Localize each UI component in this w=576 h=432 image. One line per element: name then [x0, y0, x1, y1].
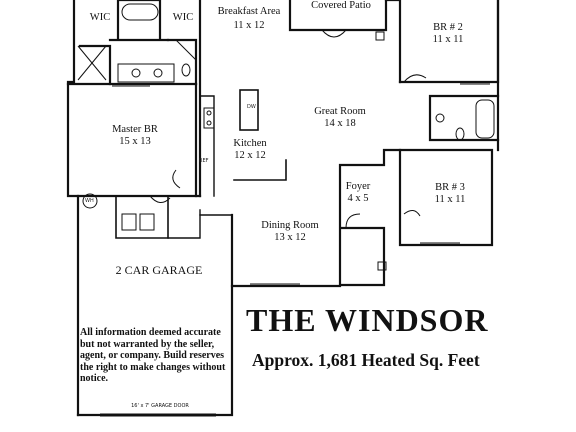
wic-walls — [108, 0, 170, 42]
br3-walls — [398, 148, 494, 247]
room-label-dining: Dining Room 13 x 12 — [261, 220, 319, 243]
sink-icon — [131, 68, 141, 78]
plan-title: THE WINDSOR — [246, 302, 489, 338]
door-swing-br3 — [403, 210, 421, 217]
sink-icon — [435, 113, 445, 123]
range-icon — [203, 107, 215, 129]
heated-square-feet: Approx. 1,681 Heated Sq. Feet — [252, 350, 480, 370]
door-swing-br2 — [403, 74, 427, 83]
laundry-walls — [115, 195, 169, 239]
room-label-master: Master BR 15 x 13 — [112, 124, 158, 147]
kitchen-island — [239, 89, 259, 131]
room-label-br2: BR # 2 11 x 11 — [432, 22, 464, 45]
toilet-icon — [181, 63, 191, 77]
tub-icon — [121, 3, 159, 21]
patio-walls — [288, 0, 388, 32]
garage-door-label: 16' x 7' GARAGE DOOR — [131, 403, 189, 409]
room-label-wic-right: WIC — [172, 12, 194, 23]
peninsula — [233, 159, 287, 181]
bath-area — [78, 38, 198, 86]
room-label-garage: 2 CAR GARAGE — [115, 263, 203, 277]
door-swing-master — [172, 169, 181, 189]
patio-column — [375, 31, 385, 41]
tub-icon — [475, 99, 495, 139]
refrigerator-label: REF — [199, 158, 209, 164]
kitchen-counter — [199, 95, 215, 197]
room-label-great-room: Great Room 14 x 18 — [314, 106, 366, 129]
window — [250, 283, 300, 287]
garage-step — [167, 209, 201, 239]
toilet-icon — [455, 127, 465, 141]
room-label-br3: BR # 3 11 x 11 — [434, 182, 466, 205]
window — [460, 81, 490, 85]
right-top-wall — [384, 0, 402, 84]
pantry — [199, 214, 233, 231]
dining-walls — [230, 213, 342, 288]
room-label-foyer: Foyer 4 x 5 — [345, 181, 371, 204]
dryer-icon — [139, 213, 155, 231]
window — [420, 242, 460, 246]
disclaimer-text: All information deemed accurate but not … — [80, 327, 226, 384]
room-label-kitchen: Kitchen 12 x 12 — [233, 138, 267, 161]
outer-wall-left — [66, 0, 80, 417]
water-heater-icon — [82, 193, 98, 209]
porch-post — [377, 261, 387, 271]
door-swing-garage — [149, 195, 171, 203]
foyer-walls — [338, 148, 402, 287]
bath-bedrooms — [428, 94, 500, 152]
dishwasher-label: DW — [247, 104, 256, 110]
window — [112, 83, 150, 87]
door-swing-patio — [321, 29, 347, 38]
room-label-covered-patio: Covered Patio — [311, 0, 371, 11]
closet-diagonal-2 — [77, 45, 107, 81]
washer-icon — [121, 213, 137, 231]
lavatory-counter — [117, 63, 175, 83]
room-label-breakfast: Breakfast Area 11 x 12 — [217, 6, 281, 31]
door-swing-foyer — [345, 213, 361, 229]
sink-icon — [153, 68, 163, 78]
water-heater-label: WH — [85, 198, 94, 204]
room-label-wic-left: WIC — [89, 12, 111, 23]
